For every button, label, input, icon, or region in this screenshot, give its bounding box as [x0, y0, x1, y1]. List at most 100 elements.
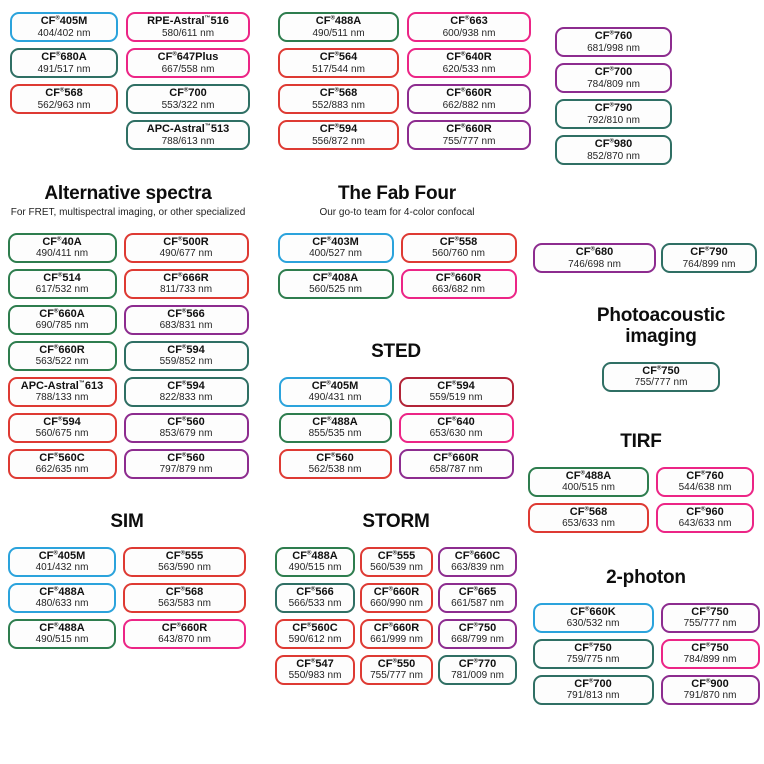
dye-name: CF®900: [691, 678, 729, 691]
dye-name: CF®665: [458, 586, 497, 599]
dye-name: CF®594: [319, 123, 358, 136]
dye-name: APC-Astral™513: [146, 123, 230, 136]
dye-wavelengths: 560/675 nm: [35, 428, 89, 440]
dye-name: CF®550: [377, 658, 416, 671]
dye-name: CF®660R: [435, 272, 482, 285]
dye-name: CF®660R: [446, 87, 492, 100]
dye-name: CF®560C: [292, 622, 338, 635]
section-title: STORM: [362, 511, 430, 532]
dye-name: CF®770: [458, 658, 497, 671]
dye-name: CF®760: [686, 470, 724, 483]
dye-name: CF®555: [377, 550, 416, 563]
dye-wavelengths: 560/539 nm: [370, 562, 423, 574]
dye-name: CF®500R: [163, 236, 209, 249]
dye-wavelengths: 746/698 nm: [568, 258, 621, 270]
dye-wavelengths: 653/630 nm: [429, 428, 483, 440]
dye-name: CF®547: [296, 658, 334, 671]
dye-wavelengths: 781/009 nm: [451, 670, 504, 682]
section-title: SIM: [110, 511, 144, 532]
dye-name: CF®408A: [312, 272, 359, 285]
dye-name: CF®750: [691, 606, 729, 619]
dye-wavelengths: 660/990 nm: [370, 598, 423, 610]
dye-wavelengths: 559/852 nm: [159, 356, 213, 368]
dye-wavelengths: 544/638 nm: [678, 482, 732, 494]
dye-name: CF®405M: [311, 380, 359, 393]
dye-wavelengths: 663/682 nm: [432, 284, 485, 296]
dye-name: CF®663: [450, 15, 488, 28]
dye-name: CF®660C: [454, 550, 501, 563]
dye-wavelengths: 480/633 nm: [35, 598, 89, 610]
dye-wavelengths: 788/613 nm: [161, 135, 215, 147]
dye-name: CF®980: [594, 138, 633, 151]
dye-wavelengths: 811/733 nm: [159, 284, 213, 296]
dye-wavelengths: 563/583 nm: [158, 598, 211, 610]
dye-wavelengths: 400/527 nm: [309, 248, 362, 260]
dye-wavelengths: 643/870 nm: [158, 634, 211, 646]
dye-wavelengths: 560/760 nm: [432, 248, 485, 260]
dye-name: CF®594: [43, 416, 81, 429]
dye-name: CF®700: [169, 87, 207, 100]
dye-name: CF®660R: [373, 622, 420, 635]
dye-wavelengths: 792/810 nm: [587, 114, 640, 126]
dye-wavelengths: 764/899 nm: [682, 258, 736, 270]
dye-name: CF®488A: [292, 550, 338, 563]
dye-name: CF®488A: [312, 416, 358, 429]
dye-name: CF®558: [439, 236, 478, 249]
dye-wavelengths: 562/538 nm: [308, 464, 362, 476]
dye-wavelengths: 553/322 nm: [161, 99, 215, 111]
dye-wavelengths: 755/777 nm: [370, 670, 423, 682]
dye-wavelengths: 661/587 nm: [451, 598, 504, 610]
dye-wavelengths: 401/432 nm: [35, 562, 89, 574]
dye-name: CF®488A: [315, 15, 362, 28]
dye-name: CF®660R: [39, 344, 85, 357]
dye-name: CF®640: [437, 416, 475, 429]
section-title: Alternative spectra: [44, 183, 212, 204]
dye-wavelengths: 663/839 nm: [451, 562, 504, 574]
dye-wavelengths: 490/511 nm: [312, 27, 365, 39]
dye-wavelengths: 552/883 nm: [312, 99, 365, 111]
section-title: The Fab Four: [338, 183, 456, 204]
dye-name: CF®594: [167, 380, 205, 393]
dye-name: CF®680A: [41, 51, 87, 64]
dye-wavelengths: 681/998 nm: [587, 42, 640, 54]
dye-wavelengths: 490/677 nm: [159, 248, 213, 260]
dye-name: CF®568: [165, 586, 204, 599]
